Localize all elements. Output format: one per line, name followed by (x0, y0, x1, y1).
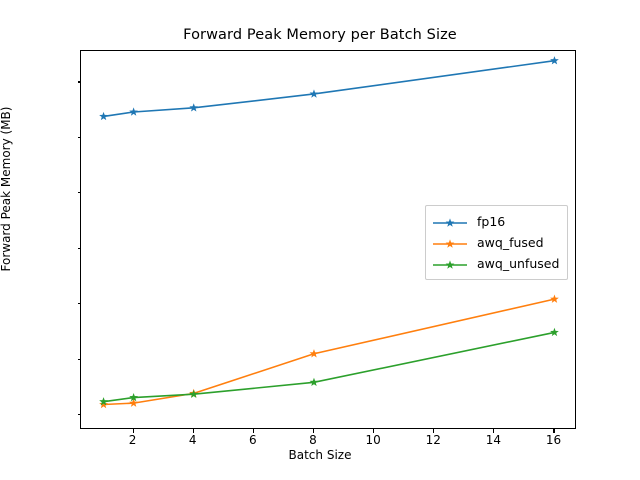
series-line-awq_unfused (103, 331, 555, 403)
data-point-fp16-2 (129, 107, 138, 116)
x-tick-label: 8 (309, 433, 317, 447)
data-point-fp16-1 (99, 111, 108, 121)
x-tick-label: 14 (485, 433, 501, 447)
y-tick-mark (77, 136, 81, 139)
legend-item-awq_unfused[interactable]: awq_unfused (432, 253, 559, 274)
data-point-fp16-4 (189, 103, 199, 112)
data-point-awq_unfused-2 (129, 392, 138, 402)
x-tick-label: 4 (188, 433, 197, 447)
y-tick-mark (77, 303, 81, 305)
y-tick-mark (77, 414, 81, 416)
data-point-awq_unfused-4 (189, 389, 199, 398)
x-tick-mark (252, 429, 254, 433)
y-axis-label: Forward Peak Memory (MB) (0, 106, 13, 272)
data-point-awq_unfused-8 (309, 377, 319, 387)
x-tick-mark (132, 429, 134, 433)
x-tick-label: 12 (425, 433, 441, 447)
x-axis-label: Batch Size (288, 448, 352, 462)
legend-label-awq_fused: awq_fused (477, 235, 544, 250)
plot-svg (99, 56, 559, 409)
legend-swatch-fp16 (432, 215, 468, 229)
x-tick-label: 16 (545, 433, 562, 447)
series-fp16 (99, 56, 559, 121)
data-point-awq_fused-2 (129, 398, 138, 407)
x-tick-mark (192, 429, 194, 433)
legend-label-fp16: fp16 (477, 214, 506, 229)
legend-swatch-awq_unfused (432, 257, 468, 271)
x-tick-mark (553, 429, 555, 433)
legend-label-awq_unfused: awq_unfused (477, 256, 560, 271)
legend-item-awq_fused[interactable]: awq_fused (432, 232, 559, 253)
data-point-fp16-16 (550, 56, 559, 65)
x-tick-mark (373, 429, 375, 433)
series-awq_fused (99, 294, 559, 409)
data-point-awq_unfused-1 (99, 397, 108, 406)
chart-title: Forward Peak Memory per Batch Size (183, 27, 457, 43)
y-tick-mark (77, 247, 81, 249)
y-tick-mark (77, 358, 81, 360)
data-point-awq_fused-8 (309, 349, 319, 358)
series-awq_unfused (99, 327, 559, 406)
x-tick-label: 10 (365, 433, 381, 447)
chart-legend: fp16 awq_fused awq_unfused (425, 205, 569, 280)
x-tick-label: 6 (249, 433, 257, 447)
series-line-awq_fused (103, 298, 555, 406)
series-line-fp16 (103, 59, 555, 118)
data-point-awq_fused-1 (99, 399, 108, 409)
data-point-awq_unfused-16 (550, 327, 559, 337)
y-tick-mark (77, 81, 81, 83)
legend-swatch-awq_fused (432, 236, 468, 250)
legend-item-fp16[interactable]: fp16 (432, 211, 559, 232)
plot-area (77, 50, 576, 429)
x-tick-label: 2 (128, 433, 137, 447)
data-point-awq_fused-16 (550, 294, 559, 303)
y-tick-mark (77, 192, 81, 194)
x-tick-mark (433, 429, 435, 433)
x-tick-mark (312, 429, 315, 433)
x-tick-mark (493, 429, 495, 433)
data-point-fp16-8 (309, 89, 319, 98)
